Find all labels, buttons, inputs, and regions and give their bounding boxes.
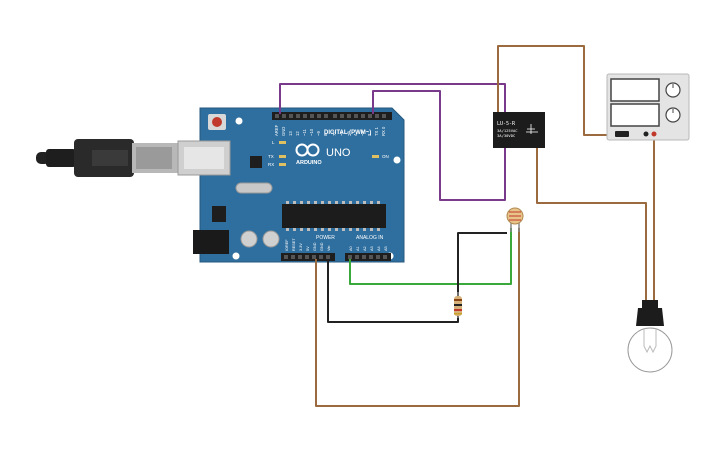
light-bulb[interactable]	[627, 300, 673, 373]
power-supply[interactable]	[606, 73, 690, 141]
brand-label: ARDUINO	[296, 160, 322, 166]
pin-label: A4	[377, 246, 381, 251]
pin-label: ~3	[360, 131, 365, 136]
pin-label: TX 1	[374, 126, 379, 136]
usb-chip	[250, 156, 262, 168]
led-on-label: ON	[382, 154, 389, 159]
pin-label: 13	[288, 131, 293, 136]
supply-display-bottom	[610, 103, 660, 127]
pin-label: 3.3V	[299, 243, 303, 251]
digital-header	[272, 112, 392, 120]
pin-label: RX 0	[381, 126, 386, 136]
capacitor	[262, 230, 280, 248]
led-rx-label: RX	[268, 162, 274, 167]
pin-label: 5V	[306, 246, 310, 251]
pin-label: 2	[367, 133, 372, 136]
led-rx	[279, 163, 286, 166]
usb-cable	[36, 139, 178, 177]
pin-label: A2	[363, 246, 367, 251]
microcontroller	[282, 204, 386, 228]
analog-header	[345, 253, 391, 261]
relay[interactable]: LU-5-R 3A/125VAC 3A/30VDC	[493, 112, 545, 148]
regulator	[212, 206, 226, 222]
pin-label: 4	[353, 133, 358, 136]
pin-label: Vin	[327, 246, 331, 251]
analog-label: ANALOG IN	[356, 235, 384, 241]
led-l	[279, 141, 286, 144]
photoresistor[interactable]	[506, 207, 524, 232]
pin-label: GND	[320, 242, 324, 251]
wire-brown-relay-lamp[interactable]	[536, 148, 647, 302]
wire-brown-5v-ldr[interactable]	[315, 228, 520, 407]
terminal-positive[interactable]	[651, 131, 657, 137]
pin-label: A0	[349, 246, 353, 251]
pin-label: RESET	[292, 238, 296, 251]
pin-label: ~9	[316, 131, 321, 136]
crystal	[235, 182, 273, 194]
supply-switch[interactable]	[615, 131, 629, 137]
relay-rating-ac: 3A/125VAC	[497, 128, 518, 133]
pin-label: IOREF	[285, 239, 289, 251]
power-jack	[193, 230, 229, 254]
led-l-label: L	[272, 140, 275, 145]
pin-label: ~11	[302, 129, 307, 136]
pin-label: GND	[281, 127, 286, 136]
pin-label: 8	[323, 133, 328, 136]
relay-model: LU-5-R	[497, 121, 516, 127]
pin-label: ~5	[346, 131, 351, 136]
pin-label: A3	[370, 246, 374, 251]
pin-label: ~6	[339, 131, 344, 136]
arduino-board[interactable]: AREF GND 13 12 ~11 ~10 ~9 8 7 ~6 ~5 4 ~3…	[177, 107, 405, 263]
pin-label: GND	[313, 242, 317, 251]
capacitor	[240, 230, 258, 248]
pin-label: 7	[332, 133, 337, 136]
supply-display-top	[610, 78, 660, 102]
power-label: POWER	[316, 235, 335, 241]
pin-label: A1	[356, 246, 360, 251]
led-tx-label: TX	[268, 154, 274, 159]
pin-label: A5	[384, 246, 388, 251]
led-on	[372, 155, 379, 158]
wire-brown-relay-supply[interactable]	[497, 45, 648, 136]
voltage-knob[interactable]	[665, 82, 681, 98]
wire-purple-gnd[interactable]	[279, 83, 506, 114]
terminal-negative[interactable]	[643, 131, 649, 137]
model-label: UNO	[326, 147, 351, 159]
arduino-logo	[295, 143, 320, 157]
relay-rating-dc: 3A/30VDC	[497, 133, 515, 138]
wire-black-gnd[interactable]	[327, 232, 507, 323]
resistor[interactable]	[454, 292, 462, 318]
pin-label: 12	[295, 131, 300, 136]
digital-header-label: DIGITAL (PWM~)	[324, 130, 371, 136]
led-tx	[279, 155, 286, 158]
pin-label: ~10	[309, 128, 314, 136]
pin-label: AREF	[274, 124, 279, 136]
wire-purple-signal[interactable]	[372, 90, 506, 201]
current-knob[interactable]	[665, 107, 681, 123]
wire-green-a0[interactable]	[349, 228, 512, 285]
